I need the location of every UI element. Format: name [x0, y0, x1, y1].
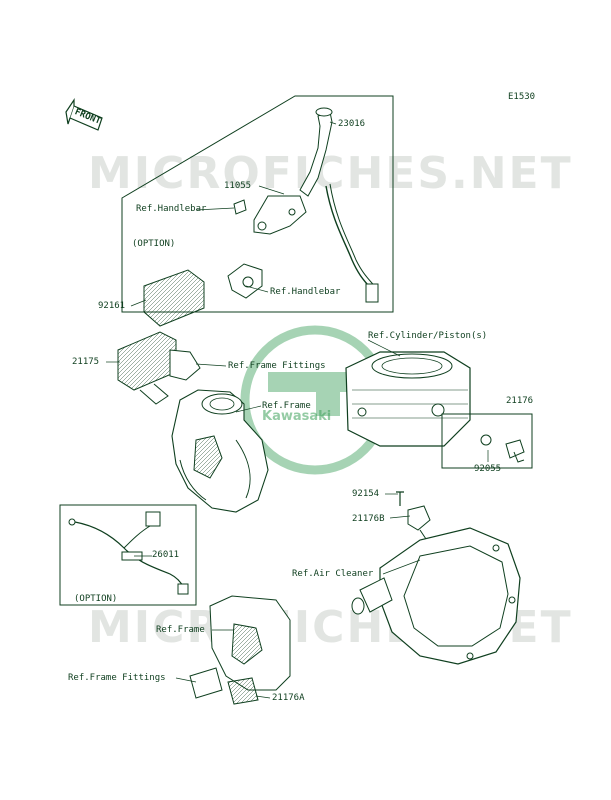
option-box-top	[121, 95, 394, 313]
label-11055: 11055	[224, 181, 252, 191]
label-92055: 92055	[474, 464, 502, 474]
label-21176: 21176	[506, 396, 534, 406]
kawasaki-logo-text: Kawasaki	[262, 409, 332, 424]
label-26011: 26011	[152, 550, 180, 560]
ecu-unit	[117, 331, 201, 405]
label-21176a: 21176A	[272, 693, 305, 703]
option-box-left	[59, 504, 197, 606]
frame-section	[171, 389, 269, 513]
lower-frame-sensor	[189, 595, 291, 705]
label-ref-frame-2: Ref.Frame	[156, 625, 205, 635]
leader-lines	[106, 121, 489, 699]
label-ref-frame-1: Ref.Frame	[262, 401, 311, 411]
label-ref-handlebar-1: Ref.Handlebar	[136, 204, 207, 214]
label-21175: 21175	[72, 357, 100, 367]
label-ref-cylinder: Ref.Cylinder/Piston(s)	[368, 331, 488, 341]
label-ref-handlebar-2: Ref.Handlebar	[270, 287, 341, 297]
option-harness	[68, 511, 189, 595]
label-ref-air-cleaner: Ref.Air Cleaner	[292, 569, 374, 579]
label-ref-frame-fittings-1: Ref.Frame Fittings	[228, 361, 326, 371]
label-21176b: 21176B	[352, 514, 385, 524]
label-option-1: (OPTION)	[132, 239, 176, 249]
label-option-2: (OPTION)	[74, 594, 118, 604]
lever-clamp	[227, 195, 307, 299]
label-92154: 92154	[352, 489, 380, 499]
temperature-sensor	[441, 413, 533, 469]
label-ref-frame-fittings-2: Ref.Frame Fittings	[68, 673, 166, 683]
front-arrow-icon	[65, 98, 103, 131]
watermark-top: MICROFICHES.NET	[88, 148, 573, 199]
label-23016: 23016	[338, 119, 366, 129]
cylinder-block	[345, 351, 471, 447]
hot-start-lever	[299, 107, 379, 303]
air-cleaner-housing	[351, 527, 521, 665]
ecu-cover	[143, 269, 205, 327]
diagram-code: E1530	[508, 92, 536, 102]
label-92161: 92161	[98, 301, 126, 311]
